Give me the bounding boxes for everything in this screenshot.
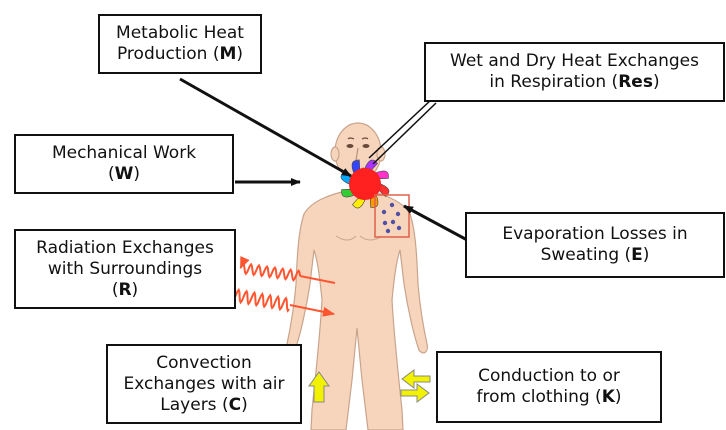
radiation-label: Radiation Exchanges with Surroundings (R…	[14, 229, 236, 309]
sweat-drop	[397, 226, 401, 230]
sweat-drop	[391, 220, 395, 224]
metabolic-heat-label: Metabolic Heat Production (M)	[98, 14, 262, 74]
mechanical-work-label: Mechanical Work (W)	[14, 134, 234, 194]
conduction-arrow-left	[402, 370, 430, 388]
radiation-wave-arrow	[241, 263, 301, 280]
sweat-drop	[390, 203, 394, 207]
conduction-label: Conduction to or from clothing (K)	[436, 351, 662, 423]
conduction-arrow-right	[401, 384, 429, 402]
sweat-drop	[382, 210, 386, 214]
convection-label: Convection Exchanges with air Layers (C)	[106, 344, 302, 424]
respiration-label: Wet and Dry Heat Exchanges in Respiratio…	[424, 42, 725, 102]
sweat-drop	[386, 229, 390, 233]
evaporation-label: Evaporation Losses in Sweating (E)	[465, 212, 725, 278]
sweat-drop	[383, 221, 387, 225]
sweat-drop	[396, 212, 400, 216]
